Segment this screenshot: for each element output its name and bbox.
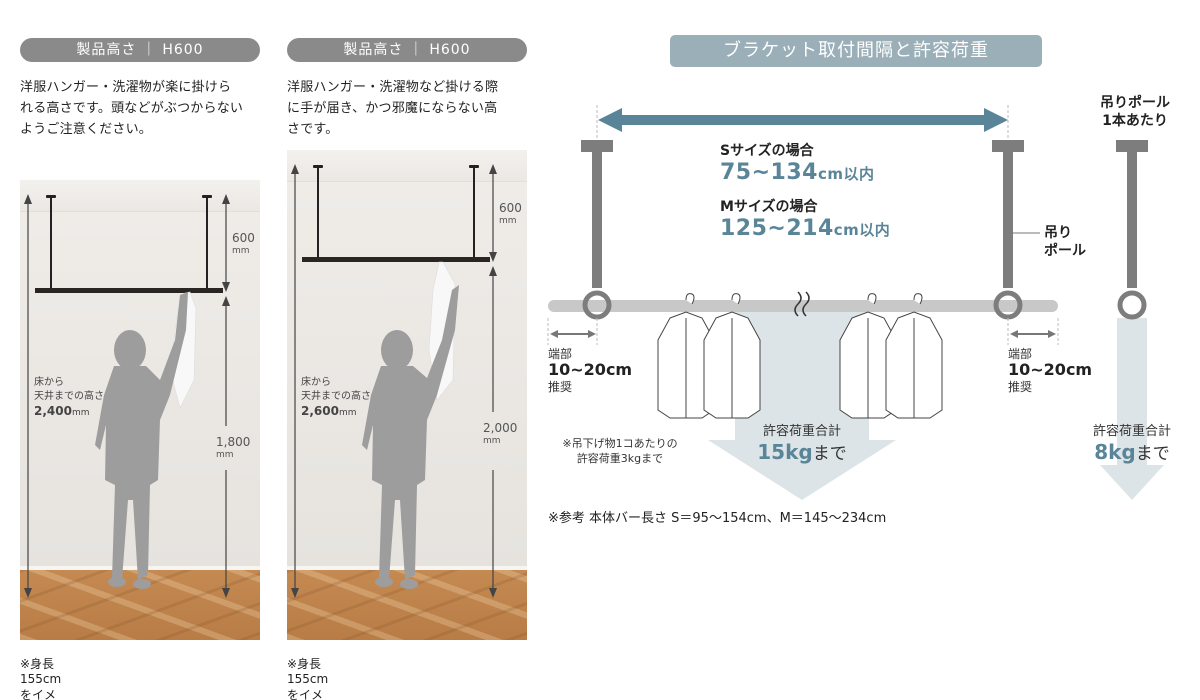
per-item-load-note: ※吊下げ物1コあたりの 許容荷重3kgまで: [562, 437, 678, 465]
bar-length-reference-note: ※参考 本体バー長さ S＝95～154cm、M＝145～234cm: [548, 511, 887, 526]
right-end-recommendation: 端部 10~20cm 推奨: [1008, 347, 1093, 394]
per-pole-load-label: 許容荷重合計 8kgまで: [1092, 424, 1171, 464]
per-pole-load-arrow: [1100, 318, 1164, 500]
hanger-and-dimensions-graphic: [24, 194, 230, 598]
left-end-recommendation: 端部 10~20cm 推奨: [548, 347, 633, 394]
shirts-right: [839, 293, 943, 419]
height-footnote: ※身長155cmをイメージした図: [20, 657, 62, 700]
total-load-label: 許容荷重合計 15kgまで: [757, 424, 847, 464]
ceiling-height-label: 床から 天井までの高さ 2,400mm: [34, 377, 104, 418]
dim-top-label: 600 mm: [499, 201, 522, 227]
dim-bottom-label: 2,000 mm: [483, 421, 518, 447]
ceiling: [287, 150, 527, 182]
room-illustration: 600 mm 1,800 mm 床から 天井までの高さ 2,400mm: [20, 180, 260, 640]
ceiling-height-label: 床から 天井までの高さ 2,600mm: [301, 377, 371, 418]
hanger-and-dimensions-graphic: [291, 164, 497, 598]
product-height-badge: 製品高さ ｜ H600: [287, 38, 527, 62]
panel-description: 洋服ハンガー・洗濯物など掛ける際 に手が届き、かつ邪魔にならない高 さです。: [287, 80, 499, 137]
hanging-pole-label: 吊り ポール: [1044, 225, 1086, 259]
per-pole-heading: 吊りポール 1本あたり: [1100, 95, 1170, 129]
panel-description: 洋服ハンガー・洗濯物が楽に掛けら れる高さです。頭などがぶつからない ようご注意…: [20, 80, 244, 137]
room-illustration: 600 mm 2,000 mm 床から 天井までの高さ 2,600mm: [287, 150, 527, 640]
product-height-badge: 製品高さ ｜ H600: [20, 38, 260, 62]
shirts-left: [657, 293, 761, 419]
m-size-spacing: Mサイズの場合 125~214cm以内: [720, 199, 891, 241]
height-footnote: ※身長155cmをイメージした図: [287, 657, 329, 700]
dim-top-label: 600 mm: [232, 231, 255, 257]
dim-bottom-label: 1,800 mm: [216, 435, 251, 461]
span-double-arrow: [598, 108, 1008, 132]
s-size-spacing: Sサイズの場合 75~134cm以内: [720, 143, 875, 185]
diagram-title: ブラケット取付間隔と許容荷重: [670, 35, 1042, 67]
ceiling: [20, 180, 260, 212]
